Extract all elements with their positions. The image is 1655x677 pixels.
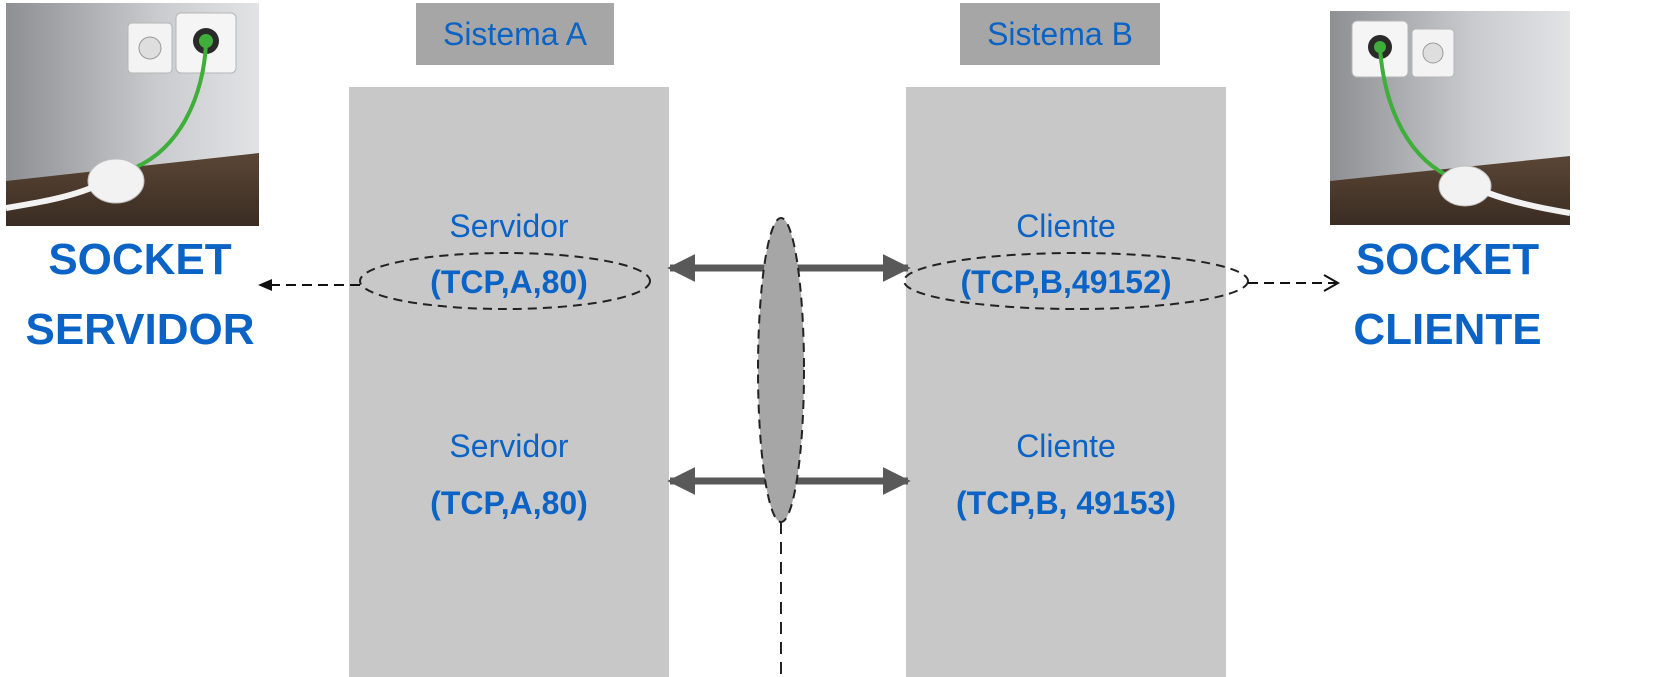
socket-photo-right	[1330, 11, 1570, 225]
system-a-panel	[349, 87, 669, 677]
system-a-title: Sistema A	[416, 3, 614, 65]
socket-photo-left	[6, 3, 259, 226]
client-pointer-head	[1323, 274, 1341, 292]
client-socket-1: (TCP,B,49152)	[960, 264, 1172, 300]
socket-server-label-line2: SERVIDOR	[25, 305, 255, 354]
client-role-2: Cliente	[1016, 428, 1116, 464]
client-socket-2: (TCP,B, 49153)	[956, 485, 1176, 521]
server-pointer-head	[258, 279, 272, 291]
server-socket-ellipse	[359, 252, 651, 310]
socket-server-label-line1: SOCKET	[48, 235, 232, 284]
server-socket-1: (TCP,A,80)	[430, 264, 588, 300]
socket-client-label-line2: CLIENTE	[1353, 305, 1542, 354]
server-role-1: Servidor	[449, 208, 569, 244]
server-socket-2: (TCP,A,80)	[430, 485, 588, 521]
system-b-panel	[906, 87, 1226, 677]
socket-client-label-line1: SOCKET	[1355, 235, 1540, 284]
client-socket-ellipse	[903, 252, 1249, 310]
client-role-1: Cliente	[1016, 208, 1116, 244]
server-role-2: Servidor	[449, 428, 569, 464]
system-b-title: Sistema B	[960, 3, 1160, 65]
connection-bundle-ellipse	[757, 217, 805, 523]
